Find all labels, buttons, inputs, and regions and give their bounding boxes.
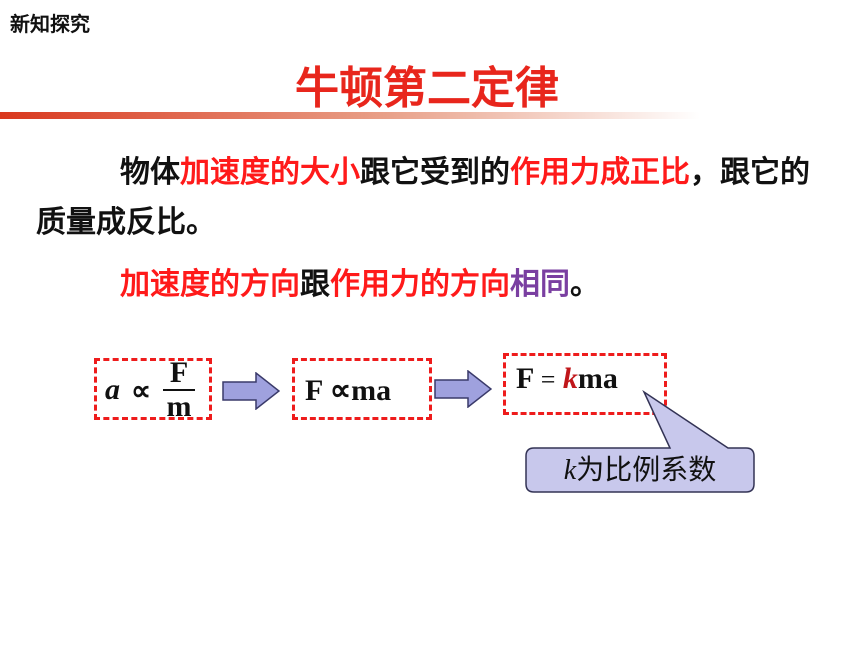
formula-acceleration-symbol: a [105, 373, 120, 406]
text-segment-emphasis: 加速度的大小 [180, 155, 360, 190]
fraction-denominator: m [166, 390, 192, 423]
fraction-numerator: F [169, 356, 189, 389]
formula-box-proportional: F ∝ma [292, 358, 432, 420]
callout-text: k为比例系数 [563, 453, 717, 486]
formula-box-proportional-fraction: a ∝ F m [94, 357, 212, 423]
coefficient-k: k [563, 455, 577, 486]
slide-title: 牛顿第二定律 [295, 63, 559, 114]
coefficient-k: k [562, 362, 578, 395]
text-segment: ，跟它的质量成反比。 [36, 155, 810, 240]
formula-fraction: F m [161, 357, 197, 423]
formula-force-proportional: F ∝ma [305, 374, 392, 407]
text-segment-emphasis: 加速度的方向 [120, 267, 300, 302]
text-segment: 物体 [120, 155, 180, 190]
formula-box-equation: F = kma [503, 353, 667, 415]
text-segment: 跟它受到的 [360, 155, 510, 190]
callout-bubble-icon [525, 390, 755, 493]
formula-equation: F = kma [516, 362, 618, 395]
direction-statement-paragraph: 加速度的方向跟作用力的方向相同。 [120, 260, 820, 310]
text-segment-emphasis: 作用力的方向 [330, 267, 510, 302]
proportional-symbol: ∝ [131, 376, 152, 407]
right-arrow-icon [222, 372, 280, 410]
text-segment-emphasis-purple: 相同 [510, 267, 570, 302]
law-statement-paragraph: 物体加速度的大小跟它受到的作用力成正比，跟它的质量成反比。 [36, 148, 826, 248]
right-arrow-icon [434, 370, 492, 408]
text-segment: 跟 [300, 267, 330, 302]
title-underline [0, 112, 700, 119]
fraction-bar [163, 389, 195, 391]
section-label: 新知探究 [10, 12, 90, 36]
text-segment-emphasis: 作用力成正比 [510, 155, 690, 190]
text-segment: 。 [570, 267, 600, 302]
